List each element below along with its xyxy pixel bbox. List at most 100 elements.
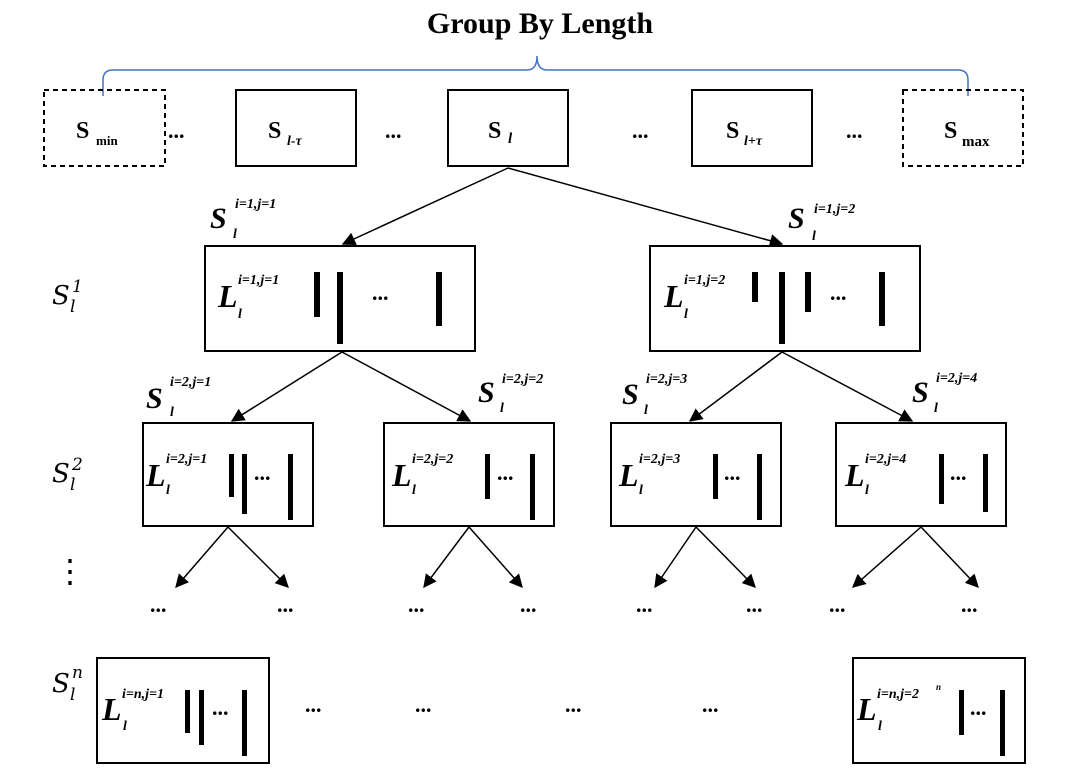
svg-text:...: ... [830, 280, 847, 305]
svg-text:l: l [878, 719, 882, 734]
svg-text:L: L [217, 278, 238, 314]
split-arrow [688, 351, 783, 422]
split-arrow [230, 351, 343, 422]
svg-text:i=2,j=4: i=2,j=4 [936, 371, 977, 386]
svg-text:l: l [233, 227, 237, 242]
svg-text:L: L [856, 691, 877, 727]
svg-text:S: S [210, 202, 227, 235]
group-label-main: S [268, 118, 281, 144]
ellipsis: ... [961, 592, 978, 617]
ellipsis: ... [305, 692, 322, 717]
svg-text:L: L [391, 457, 412, 493]
ellipsis: ... [829, 592, 846, 617]
ellipsis: ... [702, 692, 719, 717]
svg-text:i=1,j=1: i=1,j=1 [235, 197, 276, 212]
svg-text:...: ... [254, 460, 271, 485]
svg-text:l: l [684, 307, 688, 322]
edge-label: S l i=2,j=1 [146, 375, 211, 420]
svg-text:...: ... [372, 280, 389, 305]
group-box-min: S min [43, 89, 166, 167]
svg-text:i=1,j=2: i=1,j=2 [684, 273, 725, 288]
split-arrow [227, 526, 289, 588]
leveln-node: L l i=n,j=1 ... [96, 657, 270, 764]
svg-text:S: S [788, 202, 805, 235]
svg-text:i=2,j=3: i=2,j=3 [646, 372, 687, 387]
svg-text:i=2,j=1: i=2,j=1 [166, 452, 207, 467]
level2-node: L l i=2,j=4 ... [835, 422, 1007, 527]
group-label-sub: l-τ [287, 134, 303, 149]
svg-text:l: l [639, 483, 643, 498]
svg-text:l: l [70, 685, 75, 705]
edge-label: S l i=1,j=1 [210, 197, 276, 242]
ellipsis: ... [846, 118, 863, 143]
svg-text:l: l [123, 719, 127, 734]
group-label-sub: max [962, 134, 990, 150]
group-label-main: S [488, 118, 501, 144]
svg-text:S: S [52, 281, 70, 311]
edge-label: S l i=2,j=2 [478, 372, 543, 416]
svg-text:1: 1 [72, 277, 83, 297]
level1-node: L l i=1,j=1 ... [204, 245, 476, 352]
svg-text:l: l [644, 403, 648, 418]
group-label-sub: min [96, 133, 118, 148]
svg-text:L: L [844, 457, 865, 493]
group-label-sub: l [508, 131, 513, 147]
svg-text:l: l [166, 483, 170, 498]
split-arrow [341, 167, 509, 246]
svg-text:S: S [912, 376, 929, 409]
ellipsis: ... [636, 592, 653, 617]
ellipsis: ... [632, 118, 649, 143]
ellipsis: ... [746, 592, 763, 617]
level-label-n: S l n [52, 663, 83, 705]
svg-text:i=n,j=1: i=n,j=1 [122, 687, 164, 702]
svg-text:S: S [52, 669, 70, 699]
ellipsis: ... [277, 592, 294, 617]
group-label-main: S [944, 118, 957, 144]
split-arrow [468, 526, 523, 589]
edge-label: S l i=2,j=4 [912, 371, 977, 416]
svg-text:l: l [812, 229, 816, 244]
svg-text:...: ... [950, 460, 967, 485]
leveln-node: L l i=n,j=2 n ... [852, 657, 1026, 764]
group-label-main: S [76, 118, 89, 144]
level-label-1: S l 1 [52, 277, 83, 317]
svg-text:l: l [934, 401, 938, 416]
level2-node: L l i=2,j=1 ... [142, 422, 314, 527]
ellipsis: ... [565, 692, 582, 717]
group-brace [102, 55, 969, 96]
svg-text:i=2,j=1: i=2,j=1 [170, 375, 211, 390]
svg-text:l: l [238, 307, 242, 322]
svg-text:n: n [72, 663, 83, 683]
svg-text:l: l [500, 401, 504, 416]
svg-text:i=2,j=4: i=2,j=4 [865, 452, 906, 467]
group-box-l-plus-tau: S l+τ [691, 89, 813, 167]
level2-node: L l i=2,j=3 ... [610, 422, 782, 527]
group-label-main: S [726, 118, 739, 144]
split-arrow [175, 526, 229, 589]
edge-label: S l i=2,j=3 [622, 372, 687, 418]
ellipsis: ... [150, 592, 167, 617]
ellipsis: ... [168, 118, 185, 143]
svg-text:...: ... [497, 460, 514, 485]
group-box-l: S l [447, 89, 569, 167]
svg-text:L: L [145, 457, 166, 493]
split-arrow [507, 167, 784, 248]
svg-text:n: n [936, 682, 941, 692]
level-label-2: S l 2 [52, 455, 83, 495]
svg-text:l: l [412, 483, 416, 498]
svg-text:i=1,j=2: i=1,j=2 [814, 202, 855, 217]
svg-text:l: l [70, 297, 75, 317]
svg-text:S: S [478, 376, 495, 409]
svg-text:...: ... [212, 695, 229, 720]
svg-text:L: L [618, 457, 639, 493]
vertical-ellipsis: ⋮ [54, 552, 86, 590]
level2-node: L l i=2,j=2 ... [383, 422, 555, 527]
svg-text:l: l [865, 483, 869, 498]
svg-text:i=2,j=3: i=2,j=3 [639, 452, 680, 467]
ellipsis: ... [520, 592, 537, 617]
svg-text:...: ... [970, 695, 987, 720]
ellipsis: ... [408, 592, 425, 617]
diagram-title: Group By Length [427, 7, 653, 40]
ellipsis: ... [415, 692, 432, 717]
